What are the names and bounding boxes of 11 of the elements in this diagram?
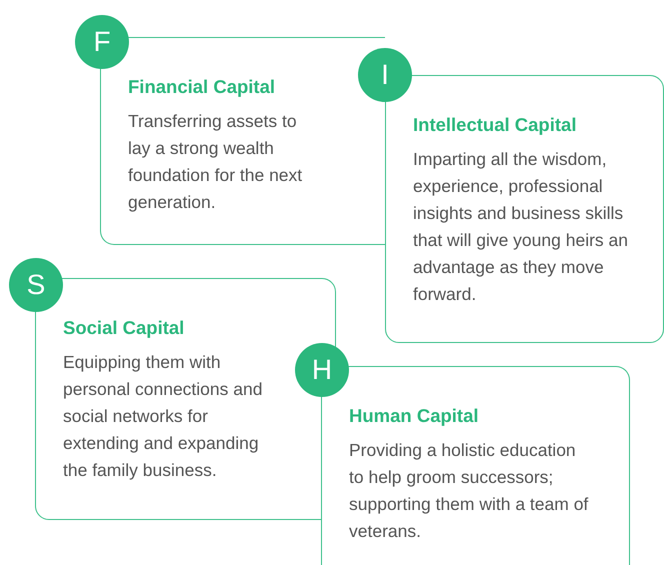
info-card bbox=[385, 75, 664, 343]
letter-badge: F bbox=[75, 15, 129, 69]
card-heading: Intellectual Capital bbox=[413, 114, 576, 136]
card-text: Providing a holistic education to help groom successors; supporting them with a team of veterans. bbox=[349, 439, 589, 543]
card-heading: Social Capital bbox=[63, 317, 184, 339]
card-text: Transferring assets to lay a strong wealth foundation for the next generation. bbox=[128, 110, 304, 214]
card-heading: Financial Capital bbox=[128, 76, 276, 98]
letter-badge: S bbox=[9, 258, 63, 312]
card-text: Imparting all the wisdom, experience, professional insights and business skills that will give young heirs an advantage as they move forward. bbox=[413, 148, 629, 306]
card-heading: Human Capital bbox=[349, 405, 479, 427]
card-text: Equipping them with personal connections and social networks for extending and expanding the family business. bbox=[63, 351, 264, 482]
